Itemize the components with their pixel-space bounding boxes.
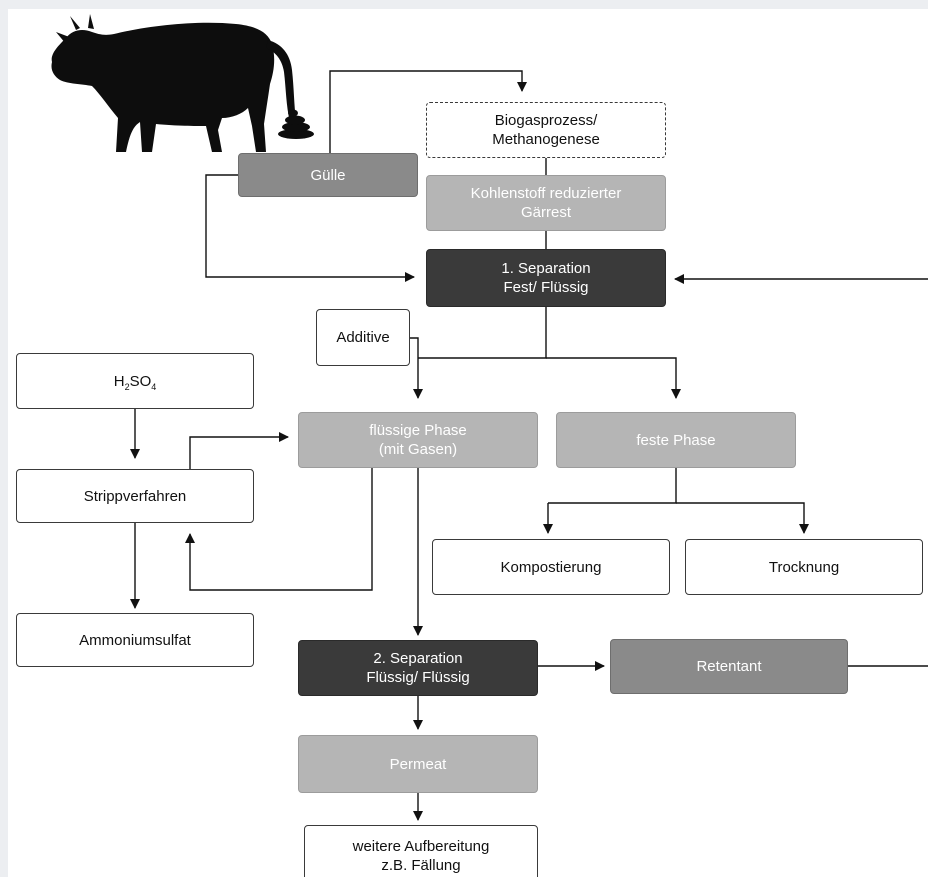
feste-phase-node: feste Phase	[556, 412, 796, 468]
aufbereitung-label-line2: z.B. Fällung	[381, 857, 461, 874]
h2so4-node: H2SO4	[16, 353, 254, 409]
aufbereitung-node: weitere Aufbereitung z.B. Fällung	[304, 825, 538, 877]
ammoniumsulfat-label: Ammoniumsulfat	[79, 631, 191, 649]
connector-lines	[130, 70, 928, 821]
to-feste-phase-arrow	[546, 357, 681, 399]
strippverfahren-to-fluessige-arrow	[189, 432, 289, 470]
aufbereitung-label-line1: weitere Aufbereitung	[352, 838, 490, 855]
guelle-to-separation1-arrow	[205, 174, 415, 282]
separation1-label-line1: 1. Separation	[501, 260, 591, 277]
permeat-node: Permeat	[298, 735, 538, 793]
feste-phase-label: feste Phase	[636, 431, 716, 449]
additive-node: Additive	[316, 309, 410, 366]
guelle-node: Gülle	[238, 153, 418, 197]
separation1-label-line2: Fest/ Flüssig	[503, 279, 589, 296]
kohlenstoff-label-line1: Kohlenstoff reduzierter	[470, 185, 622, 202]
additive-label: Additive	[336, 329, 390, 346]
separation1-node: 1. Separation Fest/ Flüssig	[426, 249, 666, 307]
strippverfahren-label: Strippverfahren	[83, 487, 187, 505]
kompostierung-node: Kompostierung	[432, 539, 670, 595]
strippverfahren-node: Strippverfahren	[16, 469, 254, 523]
retentant-label: Retentant	[696, 658, 762, 675]
trocknung-node: Trocknung	[685, 539, 923, 595]
additive-line	[409, 337, 419, 358]
trocknung-label: Trocknung	[768, 558, 840, 576]
permeat-label: Permeat	[389, 755, 447, 773]
fluessige-to-strippverfahren-arrow	[185, 468, 373, 591]
guelle-label: Gülle	[310, 166, 346, 184]
to-trocknung-arrow	[676, 502, 809, 534]
separation2-label-line2: Flüssig/ Flüssig	[366, 669, 470, 686]
fluessige-phase-node: flüssige Phase (mit Gasen)	[298, 412, 538, 468]
fluessige-phase-label-line1: flüssige Phase	[369, 422, 467, 439]
guelle-to-biogas-arrow	[329, 70, 527, 153]
separation2-label-line1: 2. Separation	[373, 650, 463, 667]
kompostierung-label: Kompostierung	[500, 558, 602, 576]
retentant-node: Retentant	[610, 639, 848, 694]
separation2-node: 2. Separation Flüssig/ Flüssig	[298, 640, 538, 696]
fluessige-phase-label-line2: (mit Gasen)	[378, 441, 458, 458]
separation1-split-line	[418, 307, 547, 359]
manure-pile-icon	[278, 105, 314, 139]
ammoniumsulfat-node: Ammoniumsulfat	[16, 613, 254, 667]
kohlenstoff-label-line2: Gärrest	[520, 204, 571, 221]
biogas-label-line1: Biogasprozess/	[494, 112, 598, 129]
kohlenstoff-node: Kohlenstoff reduzierter Gärrest	[426, 175, 666, 231]
process-diagram: Gülle Biogasprozess/ Methanogenese Kohle…	[8, 9, 928, 877]
biogas-label-line2: Methanogenese	[492, 131, 600, 148]
biogas-node: Biogasprozess/ Methanogenese	[426, 102, 666, 158]
h2so4-label: H2SO4	[113, 372, 157, 392]
feste-split-line	[548, 468, 677, 504]
